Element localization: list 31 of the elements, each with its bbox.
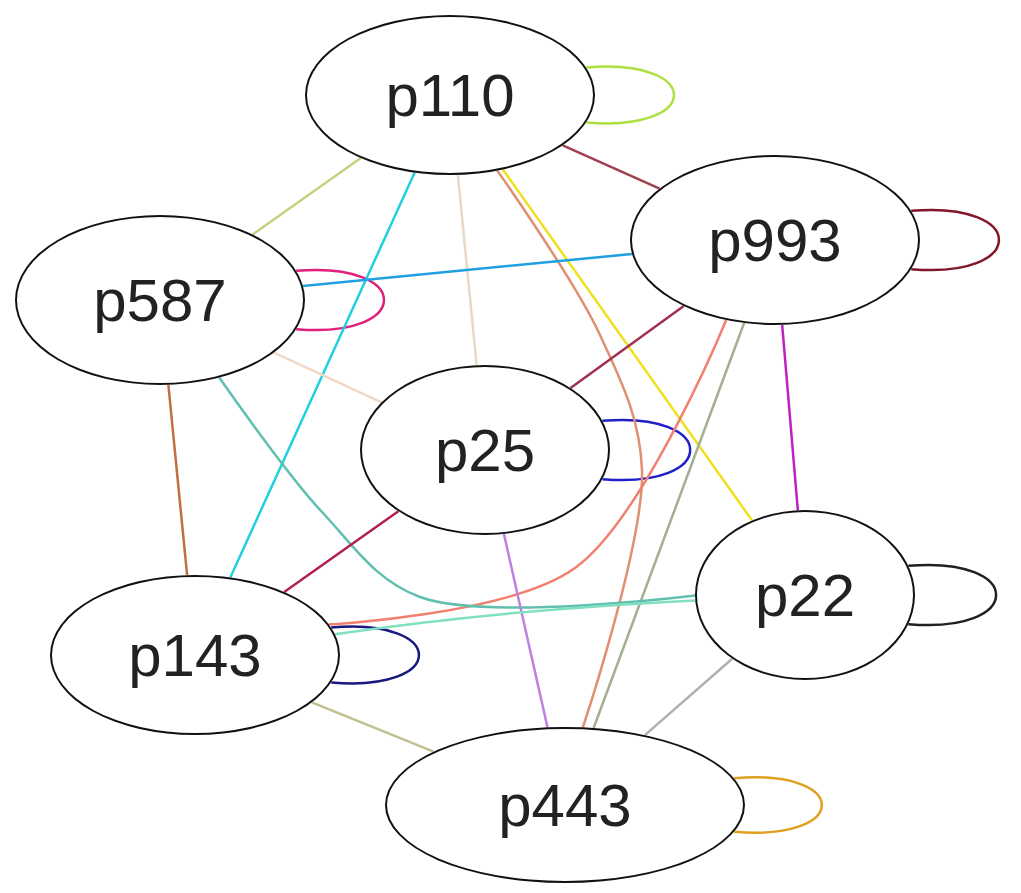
edge-line [302,252,633,288]
node-label: p587 [93,265,227,335]
node-label: p110 [385,60,515,130]
edge-line [311,701,435,753]
self-loop [331,625,421,685]
edge-line [251,157,362,236]
self-loop [296,268,385,332]
edge-line [496,169,644,728]
node-label: p22 [754,560,856,630]
self-loop [734,776,824,834]
edge-line [229,172,416,578]
edge-line [328,319,728,626]
edge-line [218,376,696,609]
node-label: p25 [434,415,536,485]
edge-line [592,322,746,729]
node-label: p143 [128,620,262,690]
self-loop [908,563,997,627]
edge-line [456,174,478,366]
edge-line [501,168,754,522]
edge-line [502,533,549,728]
node-label: p993 [708,205,842,275]
edge-line [780,324,800,511]
self-loop [911,208,1000,272]
edge-line [167,384,189,576]
edge-line [569,305,685,390]
edge-line [562,144,661,190]
node-label: p443 [498,770,632,840]
self-loop [586,65,676,125]
edge-line [644,657,733,737]
edge-line [273,351,383,404]
edge-line [283,510,400,593]
